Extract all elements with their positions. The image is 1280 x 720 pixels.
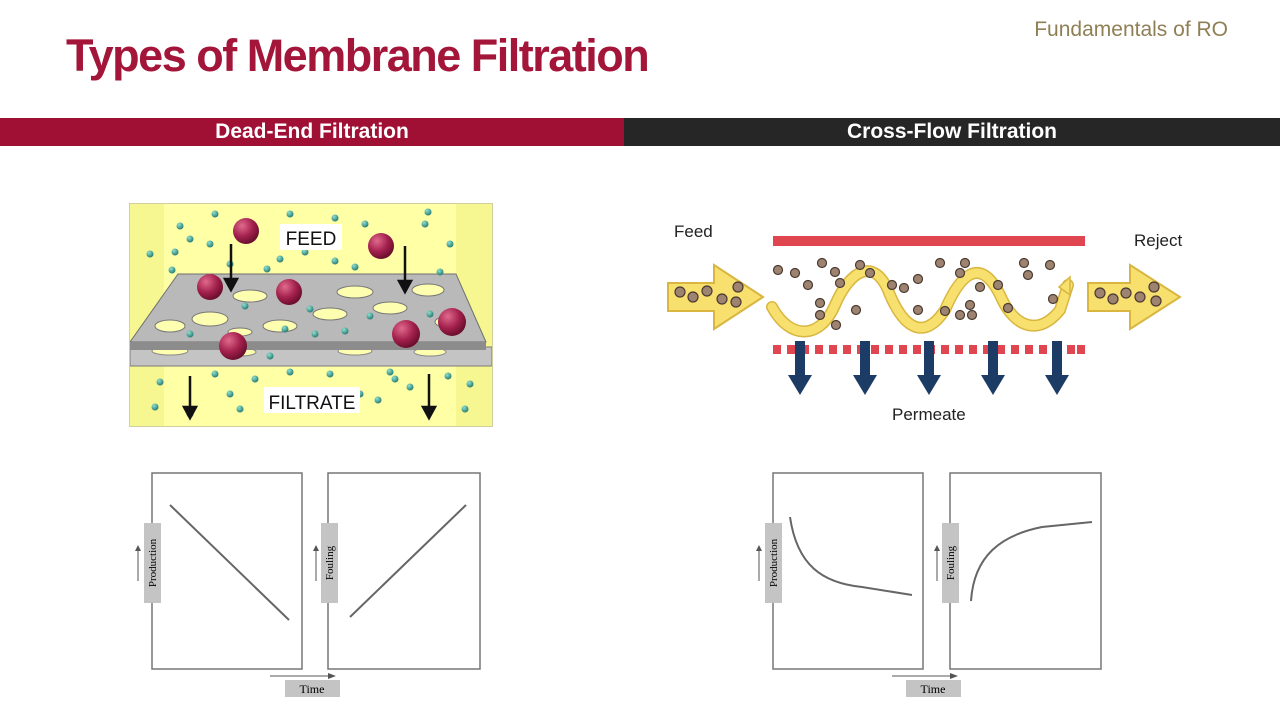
feed-arrow: [667, 263, 765, 331]
reject-label: Reject: [1134, 231, 1182, 250]
dead-end-production-curve: [169, 504, 290, 621]
cross-flow-production-curve: [789, 516, 913, 596]
reject-arrow: [1087, 263, 1182, 331]
cross-flow-fouling-frame: [949, 472, 1102, 670]
cross-flow-header: Cross-Flow Filtration: [624, 118, 1280, 146]
dead-end-fouling-ylabel: Fouling: [324, 545, 336, 580]
cross-flow-xlabel: Time: [921, 682, 946, 696]
dead-end-fouling-ylabel-box: [321, 523, 338, 603]
dead-end-illustration: FEED FILTRATE: [130, 204, 492, 426]
feed-label: FEED: [286, 229, 337, 250]
cross-flow-diagram: Feed Reject Permeate: [660, 215, 1200, 430]
dead-end-label: Dead-End Filtration: [215, 120, 409, 143]
permeate-arrows: [788, 341, 1069, 395]
cross-flow-fouling-ylabel: Fouling: [945, 545, 957, 580]
dead-end-fouling-curve: [349, 504, 467, 618]
upper-membrane: [773, 236, 1085, 246]
dead-end-header: Dead-End Filtration: [0, 118, 624, 146]
cross-flow-fouling-ylabel-box: [942, 523, 959, 603]
cross-flow-plots: Production Fouling Time: [756, 472, 1102, 697]
dead-end-xlabel: Time: [300, 682, 325, 696]
course-name: Fundamentals of RO: [1034, 18, 1228, 41]
dead-end-production-ylabel: Production: [147, 538, 159, 587]
page-title: Types of Membrane Filtration: [66, 30, 650, 81]
dead-end-plots: Production Fouling Time: [135, 472, 481, 697]
dead-end-fouling-frame: [327, 472, 481, 670]
dead-end-diagram: FEED FILTRATE: [129, 203, 493, 427]
cross-flow-illustration: Feed Reject Permeate: [667, 222, 1182, 424]
dead-end-production-ylabel-box: [144, 523, 161, 603]
cross-flow-production-ylabel-box: [765, 523, 782, 603]
cross-flow-fouling-curve: [970, 521, 1093, 602]
cross-flow-production-frame: [772, 472, 924, 670]
filtrate-label: FILTRATE: [269, 393, 356, 414]
permeate-label: Permeate: [892, 405, 966, 424]
cross-flow-label: Cross-Flow Filtration: [847, 120, 1057, 143]
cross-feed-label: Feed: [674, 222, 713, 241]
cross-flow-production-ylabel: Production: [768, 538, 780, 587]
dead-end-production-frame: [151, 472, 303, 670]
